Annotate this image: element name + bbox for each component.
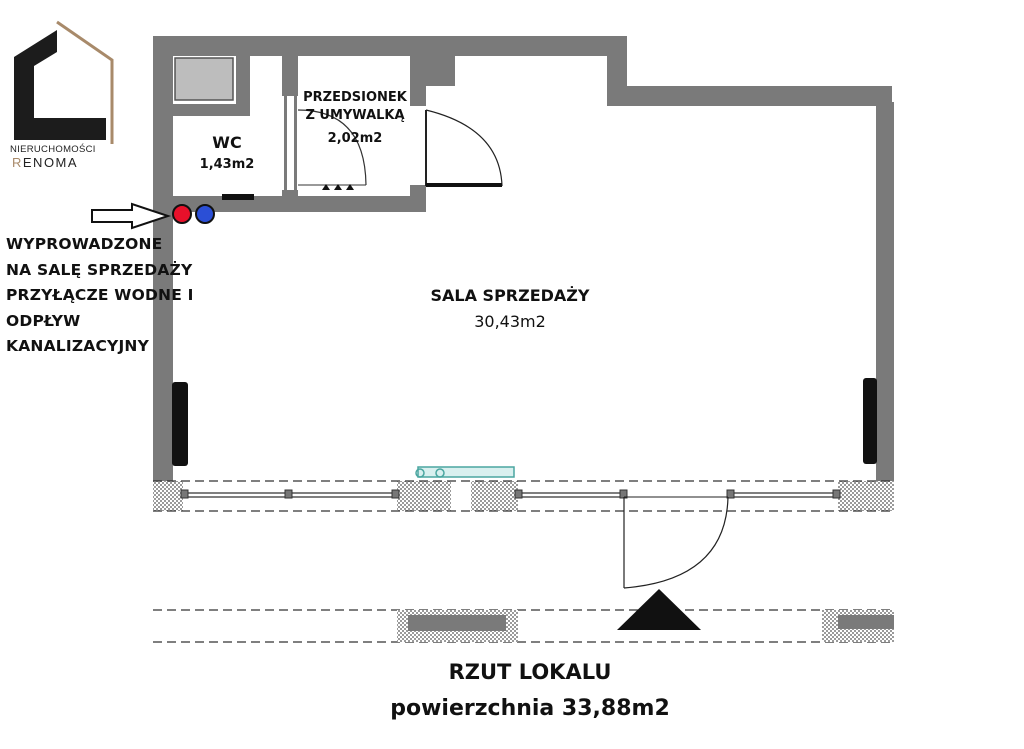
- ventilation-shaft: [174, 57, 234, 101]
- radiator-right: [863, 378, 877, 464]
- walls: [153, 36, 894, 482]
- sales-room-area: 30,43m2: [474, 312, 546, 331]
- vestibule-area: 2,02m2: [327, 131, 383, 146]
- radiator-left: [172, 382, 188, 466]
- plan-title: RZUT LOKALU: [448, 660, 612, 684]
- vestibule-door: [297, 109, 367, 190]
- note-line: KANALIZACYJNY: [6, 337, 150, 355]
- wc-area: 1,43m2: [199, 157, 255, 172]
- logo-line1: NIERUCHOMOŚCI: [10, 144, 96, 155]
- front-facade: [153, 466, 894, 512]
- note-line: WYPROWADZONE: [6, 235, 163, 253]
- note-line: ODPŁYW: [6, 311, 81, 330]
- utility-note: WYPROWADZONE NA SALĘ SPRZEDAŻY PRZYŁĄCZE…: [6, 232, 194, 360]
- note-line: NA SALĘ SPRZEDAŻY: [6, 260, 193, 279]
- sidewalk: [153, 609, 894, 643]
- renoma-logo: [14, 20, 114, 144]
- logo-rest: ENOMA: [22, 155, 79, 170]
- logo-line2: RENOMA: [12, 155, 78, 170]
- wc-name: WC: [212, 133, 242, 152]
- sales-room-name: SALA SPRZEDAŻY: [430, 286, 590, 305]
- vestibule-name-line2: Z UMYWALKĄ: [305, 108, 405, 123]
- vestibule-name-line1: PRZEDSIONEK: [303, 90, 407, 105]
- logo-initial: R: [12, 155, 23, 170]
- pipe-connections: [172, 204, 215, 224]
- toilet-icon: [222, 194, 254, 200]
- arrow-right-icon: [91, 202, 172, 230]
- entrance-marker-icon: [617, 589, 701, 630]
- sewage-pipe-icon: [195, 204, 215, 224]
- hot-water-pipe-icon: [172, 204, 192, 224]
- entrance-door: [623, 496, 729, 589]
- note-line: PRZYŁĄCZE WODNE I: [6, 286, 194, 304]
- plan-subtitle: powierzchnia 33,88m2: [390, 696, 670, 721]
- sales-room-door: [425, 109, 503, 187]
